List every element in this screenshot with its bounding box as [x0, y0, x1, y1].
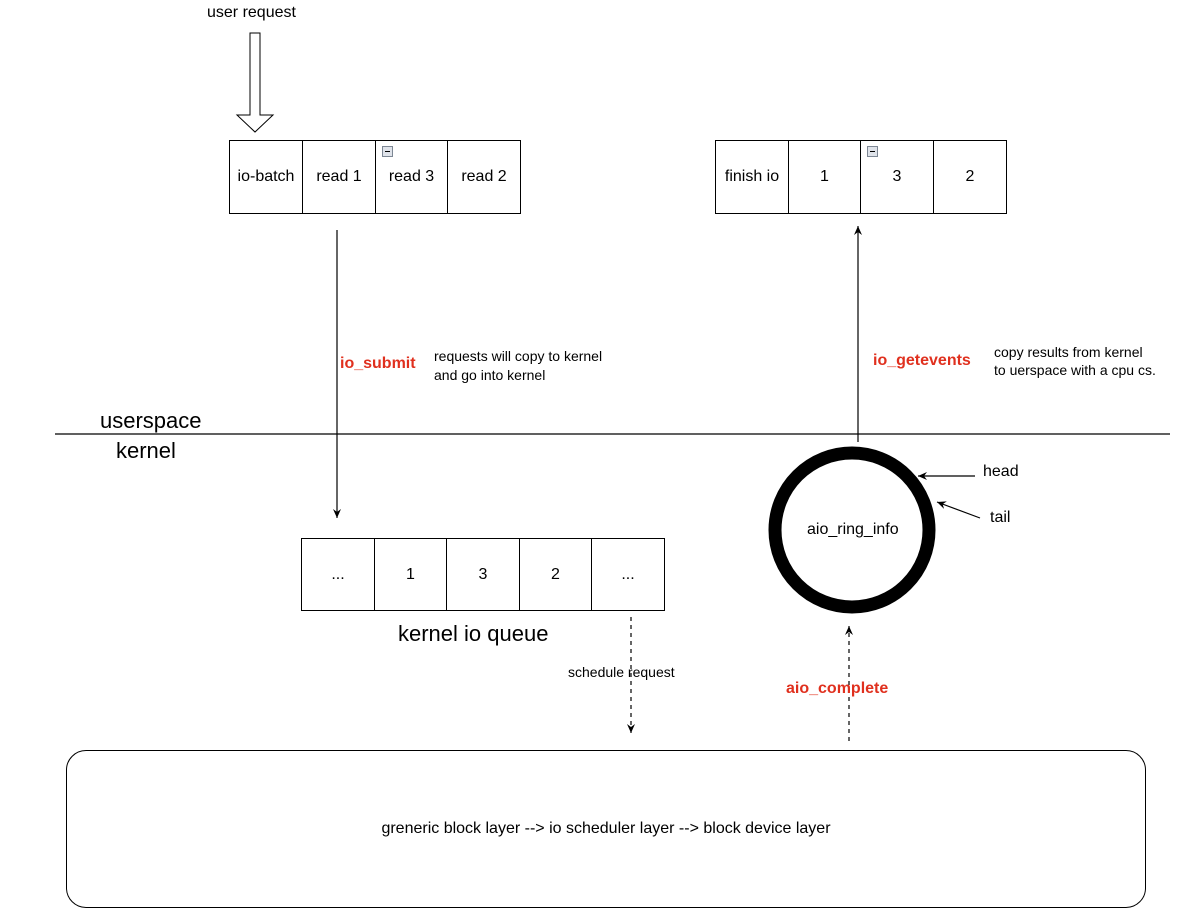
schedule-request-label: schedule request [568, 664, 675, 680]
read-3-cell: read 3 [376, 141, 448, 213]
kernel-io-queue-title: kernel io queue [398, 621, 549, 646]
tail-pointer-arrow [936, 501, 981, 519]
collapse-icon[interactable] [382, 146, 393, 157]
head-label: head [983, 463, 1019, 480]
userspace-label: userspace [100, 408, 202, 433]
user-request-label: user request [207, 4, 296, 21]
io-submit-desc-line2: and go into kernel [434, 367, 546, 383]
queue-cell: ... [621, 565, 635, 583]
queue-cell: ... [302, 539, 375, 610]
queue-cell: 1 [375, 539, 447, 610]
io-getevents-label: io_getevents [873, 352, 971, 369]
kernel-io-queue-row: ... 1 3 2 ... [301, 538, 665, 611]
aio-ring-info-label: aio_ring_info [807, 521, 899, 538]
kernel-label: kernel [116, 438, 176, 463]
queue-cell: 2 [520, 539, 592, 610]
read-2-cell: read 2 [461, 168, 507, 185]
aio-complete-label: aio_complete [786, 680, 889, 697]
user-request-arrow [235, 32, 275, 133]
result-3-cell: 3 [861, 141, 934, 213]
result-2-cell: 2 [965, 168, 975, 185]
result-1-cell: 1 [789, 141, 861, 213]
finish-io-row: finish io 1 3 2 [715, 140, 1007, 214]
block-layer-box: greneric block layer --> io scheduler la… [66, 750, 1146, 908]
tail-label: tail [990, 509, 1011, 526]
queue-cell: 3 [447, 539, 520, 610]
block-layer-label: greneric block layer --> io scheduler la… [381, 820, 831, 837]
read-1-cell: read 1 [303, 141, 376, 213]
aio-ring-circle [768, 446, 936, 614]
io-getevents-desc-line1: copy results from kernel [994, 344, 1143, 360]
io-batch-row: io-batch read 1 read 3 read 2 [229, 140, 521, 214]
io-submit-desc-line1: requests will copy to kernel [434, 348, 603, 364]
io-getevents-desc-line2: to uerspace with a cpu cs. [994, 362, 1156, 378]
finish-io-cell: finish io [716, 141, 789, 213]
io-submit-label: io_submit [340, 355, 416, 372]
collapse-icon[interactable] [867, 146, 878, 157]
io-batch-cell: io-batch [230, 141, 303, 213]
